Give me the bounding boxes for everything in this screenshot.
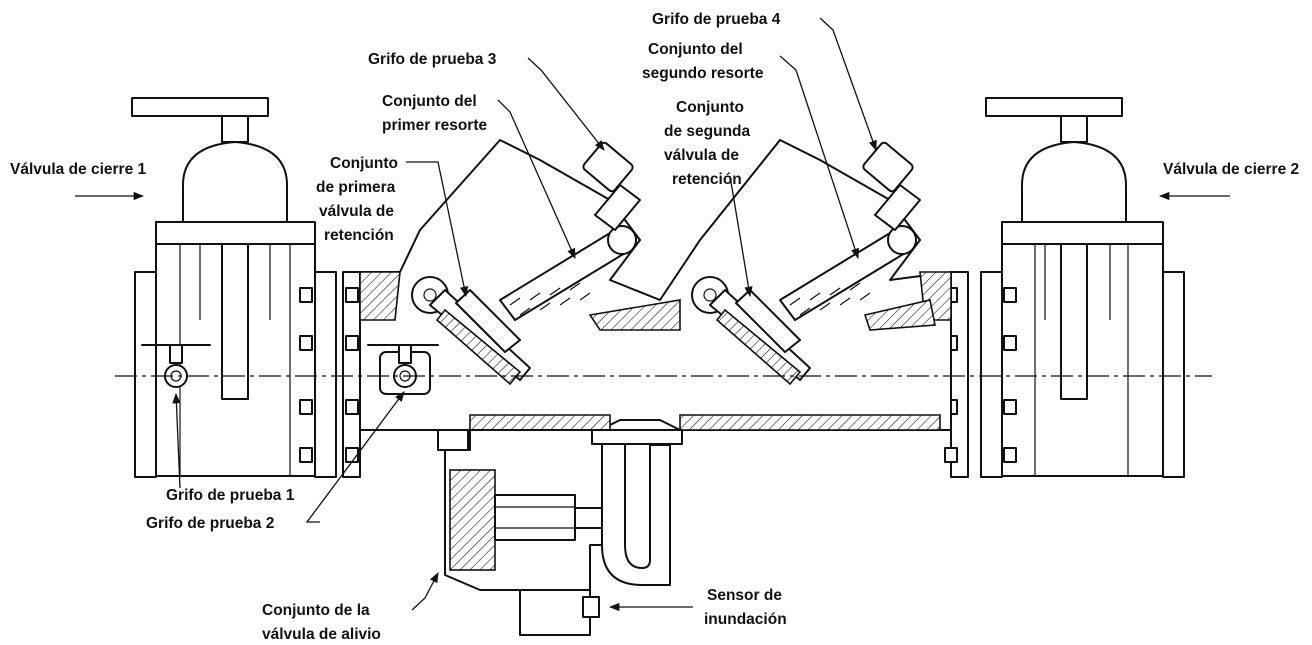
label-test-cock-1: Grifo de prueba 1 — [166, 487, 295, 504]
leader-lines — [172, 17, 877, 612]
label-test-cock-2: Grifo de prueba 2 — [146, 515, 274, 532]
label-first-check-line2: de primera — [316, 179, 396, 196]
first-check-assembly — [411, 276, 531, 386]
label-test-cock-4: Grifo de prueba 4 — [652, 11, 781, 28]
label-first-spring-line2: primer resorte — [382, 117, 487, 134]
label-second-check-line3: válvula de — [664, 147, 739, 164]
label-relief-valve-line1: Conjunto de la — [262, 602, 370, 619]
label-first-spring-line1: Conjunto del — [382, 93, 477, 110]
label-second-check-line2: de segunda — [664, 123, 751, 140]
label-first-check-line1: Conjunto — [330, 155, 398, 172]
label-shutoff-valve-1: Válvula de cierre 1 — [10, 161, 147, 178]
second-check-assembly — [691, 276, 811, 386]
label-flood-sensor-line2: inundación — [704, 611, 787, 628]
label-second-check-line1: Conjunto — [676, 99, 744, 116]
shutoff-valve-2-drawing — [980, 97, 1185, 478]
label-flood-sensor-line1: Sensor de — [707, 587, 782, 604]
label-first-check-line3: válvula de — [319, 203, 394, 220]
relief-valve-drawing — [437, 429, 611, 636]
shutoff-valve-1-drawing — [131, 97, 337, 478]
label-second-spring-line1: Conjunto del — [648, 41, 743, 58]
label-first-check-line4: retención — [324, 227, 394, 244]
label-shutoff-valve-2: Válvula de cierre 2 — [1163, 161, 1299, 178]
label-relief-valve-line2: válvula de alivio — [262, 626, 381, 643]
test-cock-4-drawing — [862, 141, 921, 231]
first-spring-assembly — [499, 225, 637, 321]
drain-elbow-drawing — [591, 429, 683, 586]
label-second-check-line4: retención — [672, 171, 742, 188]
label-test-cock-3: Grifo de prueba 3 — [368, 51, 497, 68]
label-second-spring-line2: segundo resorte — [642, 65, 764, 82]
test-cock-3-drawing — [582, 141, 641, 231]
